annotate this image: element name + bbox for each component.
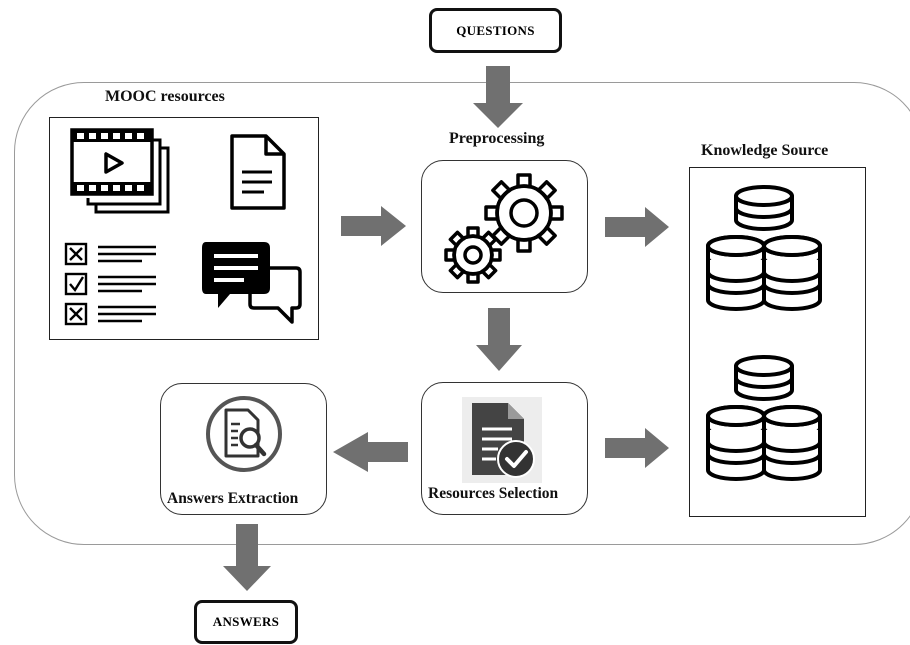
knowledge-title: Knowledge Source <box>701 142 829 159</box>
questions-terminal: QUESTIONS <box>429 8 562 53</box>
preprocessing-title: Preprocessing <box>449 130 545 147</box>
preprocessing-box <box>421 160 588 293</box>
arrow-questions-to-preprocessing <box>473 66 523 128</box>
document-check-icon <box>462 397 542 483</box>
document-search-icon <box>206 396 282 472</box>
resources-selection-box: Resources Selection <box>421 382 588 515</box>
answers-extraction-box: Answers Extraction <box>160 383 327 515</box>
mooc-resources-box <box>49 117 319 340</box>
gears-icon <box>444 173 564 284</box>
database-stack-icon <box>706 185 822 481</box>
knowledge-source-box <box>689 167 866 517</box>
extraction-title: Answers Extraction <box>167 490 299 507</box>
document-icon <box>230 134 286 210</box>
arrow-selection-to-knowledge <box>605 428 669 468</box>
selection-title: Resources Selection <box>428 485 559 502</box>
answers-label: ANSWERS <box>212 614 280 629</box>
quiz-checklist-icon <box>64 242 156 326</box>
chat-bubbles-icon <box>202 242 302 324</box>
arrow-preprocessing-to-knowledge <box>605 207 669 247</box>
arrow-mooc-to-preprocessing <box>341 206 406 246</box>
answers-terminal: ANSWERS <box>194 600 298 644</box>
arrow-selection-to-extraction <box>333 432 408 472</box>
video-stack-icon <box>70 128 170 214</box>
arrow-preprocessing-to-selection <box>476 308 522 371</box>
mooc-title: MOOC resources <box>105 88 225 105</box>
arrow-extraction-to-answers <box>223 524 271 591</box>
questions-label: QUESTIONS <box>456 22 535 38</box>
